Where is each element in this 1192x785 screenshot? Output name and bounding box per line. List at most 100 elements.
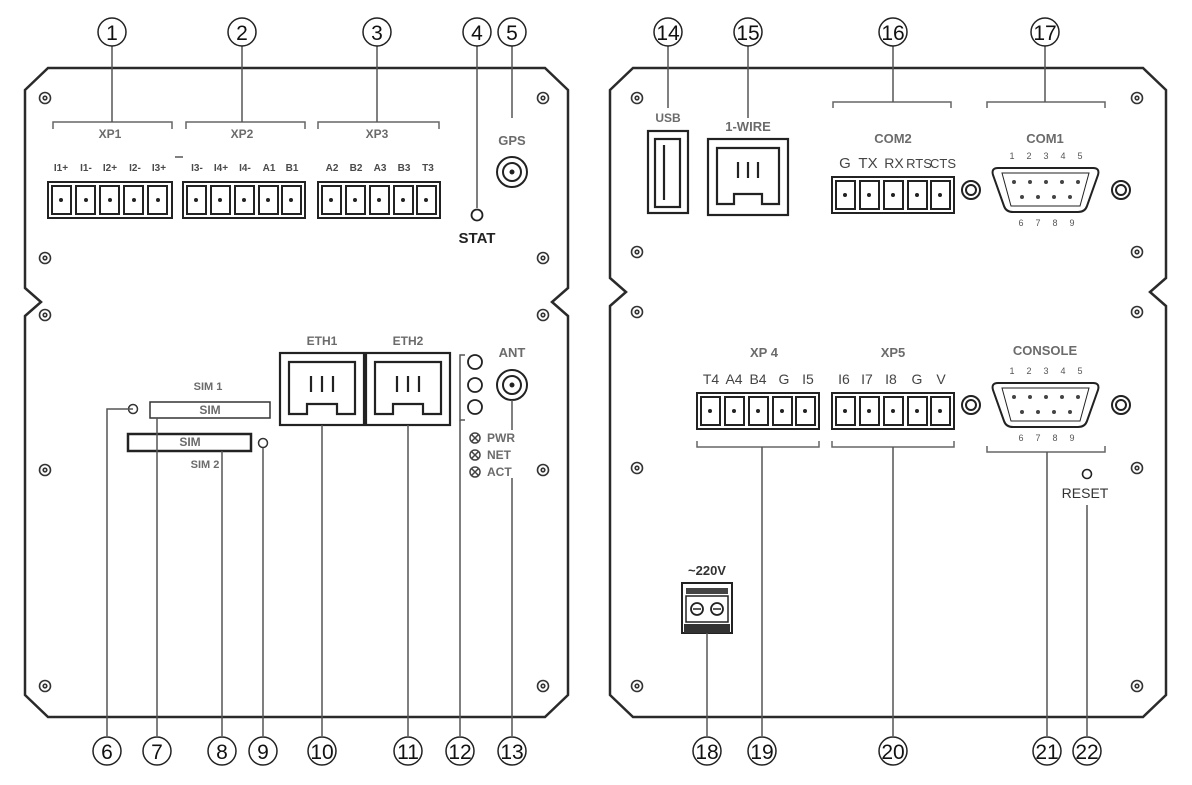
reset-button[interactable] bbox=[1081, 468, 1093, 480]
console-pin-number: 7 bbox=[1035, 433, 1040, 443]
xp1-title: XP1 bbox=[99, 127, 122, 141]
svg-text:16: 16 bbox=[881, 22, 904, 45]
svg-text:22: 22 bbox=[1075, 741, 1098, 764]
callout-18: 18 bbox=[692, 736, 722, 766]
xp3-pin-label: B3 bbox=[398, 163, 411, 174]
callout-20: 20 bbox=[878, 736, 908, 766]
callout-2: 2 bbox=[227, 17, 257, 47]
callout-14: 14 bbox=[653, 17, 683, 47]
xp1-pin-label: I2- bbox=[129, 163, 141, 174]
callout-10: 10 bbox=[307, 736, 337, 766]
svg-text:9: 9 bbox=[257, 741, 269, 764]
sim1-label: SIM 1 bbox=[194, 381, 223, 393]
svg-text:7: 7 bbox=[151, 741, 163, 764]
svg-text:15: 15 bbox=[736, 22, 759, 45]
svg-text:12: 12 bbox=[448, 741, 471, 764]
eth2-label: ETH2 bbox=[393, 334, 424, 348]
callout-21: 21 bbox=[1032, 736, 1062, 766]
com2-pin-label: G bbox=[839, 155, 851, 172]
xp1-terminal-block bbox=[47, 181, 173, 219]
callout-6: 6 bbox=[92, 736, 122, 766]
com1-pin-number: 1 bbox=[1009, 151, 1014, 161]
xp2-pin-label: B1 bbox=[286, 163, 299, 174]
xp4-title: XP 4 bbox=[750, 345, 779, 360]
xp1-pin-label: I3+ bbox=[152, 163, 166, 174]
act-label: ACT bbox=[487, 465, 512, 479]
eth1-label: ETH1 bbox=[307, 334, 338, 348]
sim1-slot bbox=[149, 401, 271, 419]
xp5-pin-label: I7 bbox=[861, 371, 873, 387]
xp2-terminal-block bbox=[182, 181, 306, 219]
com2-pin-label: RX bbox=[884, 155, 904, 171]
xp4-pin-label: T4 bbox=[703, 371, 720, 387]
svg-text:10: 10 bbox=[310, 741, 333, 764]
onewire-port bbox=[706, 137, 790, 217]
xp2-pin-label: I4+ bbox=[214, 163, 228, 174]
sim1-slot-text: SIM bbox=[199, 403, 220, 417]
xp1-pin-label: I2+ bbox=[103, 163, 117, 174]
callout-9: 9 bbox=[248, 736, 278, 766]
power-terminal bbox=[681, 582, 733, 634]
callout-4: 4 bbox=[462, 17, 492, 47]
power-label: ~220V bbox=[688, 563, 726, 578]
console-pin-number: 4 bbox=[1060, 366, 1065, 376]
net-label: NET bbox=[487, 448, 512, 462]
com1-pin-number: 7 bbox=[1035, 218, 1040, 228]
usb-port bbox=[646, 129, 690, 215]
com1-pin-number: 3 bbox=[1043, 151, 1048, 161]
xp3-terminal-block bbox=[317, 181, 441, 219]
svg-text:4: 4 bbox=[471, 22, 483, 45]
com2-terminal-block bbox=[831, 176, 955, 214]
sim2-label: SIM 2 bbox=[191, 459, 220, 471]
xp2-block: XP2 I3- I4+ I4- A1 B1 bbox=[175, 121, 306, 219]
com1-pin-number: 4 bbox=[1060, 151, 1065, 161]
svg-text:1: 1 bbox=[106, 22, 118, 45]
svg-text:8: 8 bbox=[216, 741, 228, 764]
xp3-pin-label: B2 bbox=[350, 163, 363, 174]
callout-7: 7 bbox=[142, 736, 172, 766]
xp2-pin-label: A1 bbox=[263, 163, 276, 174]
status-leds bbox=[469, 432, 481, 478]
svg-text:17: 17 bbox=[1033, 22, 1056, 45]
console-pin-number: 8 bbox=[1052, 433, 1057, 443]
pwr-label: PWR bbox=[487, 431, 515, 445]
console-pin-number: 6 bbox=[1018, 433, 1023, 443]
svg-text:5: 5 bbox=[506, 22, 518, 45]
callout-8: 8 bbox=[207, 736, 237, 766]
xp4-pin-label: B4 bbox=[749, 371, 766, 387]
left-screws bbox=[38, 91, 550, 693]
svg-text:18: 18 bbox=[695, 741, 718, 764]
com2-pin-label: TX bbox=[858, 155, 877, 172]
xp5-pin-label: G bbox=[912, 371, 923, 387]
svg-text:2: 2 bbox=[236, 22, 248, 45]
svg-text:6: 6 bbox=[101, 741, 113, 764]
xp4-pin-label: G bbox=[779, 371, 790, 387]
stat-label: STAT bbox=[459, 230, 496, 247]
com2-title: COM2 bbox=[874, 131, 912, 146]
sim2-slot bbox=[126, 432, 253, 453]
callout-1: 1 bbox=[97, 17, 127, 47]
svg-text:21: 21 bbox=[1035, 741, 1058, 764]
indicator-leds bbox=[467, 354, 483, 415]
com2-pin-label: CTS bbox=[930, 156, 956, 171]
callout-11: 11 bbox=[393, 736, 423, 766]
reset-label: RESET bbox=[1062, 485, 1109, 501]
xp1-pin-label: I1+ bbox=[54, 163, 68, 174]
gps-connector bbox=[496, 156, 528, 188]
sim2-slot-text: SIM bbox=[179, 435, 200, 449]
xp2-title: XP2 bbox=[231, 127, 254, 141]
eth1-port bbox=[278, 351, 366, 427]
xp1-block: XP1 I1+ I1- I2+ I2- I3+ bbox=[47, 121, 173, 219]
com1-pin-number: 2 bbox=[1026, 151, 1031, 161]
console-pin-number: 3 bbox=[1043, 366, 1048, 376]
xp4-terminal-block bbox=[696, 392, 820, 430]
xp5-pin-label: I6 bbox=[838, 371, 850, 387]
xp5-pin-label: V bbox=[936, 371, 946, 387]
xp3-title: XP3 bbox=[366, 127, 389, 141]
console-pin-number: 9 bbox=[1069, 433, 1074, 443]
callout-13: 13 bbox=[497, 736, 527, 766]
callout-19: 19 bbox=[747, 736, 777, 766]
svg-text:13: 13 bbox=[500, 741, 523, 764]
com1-pin-number: 6 bbox=[1018, 218, 1023, 228]
ant-label: ANT bbox=[499, 345, 526, 360]
